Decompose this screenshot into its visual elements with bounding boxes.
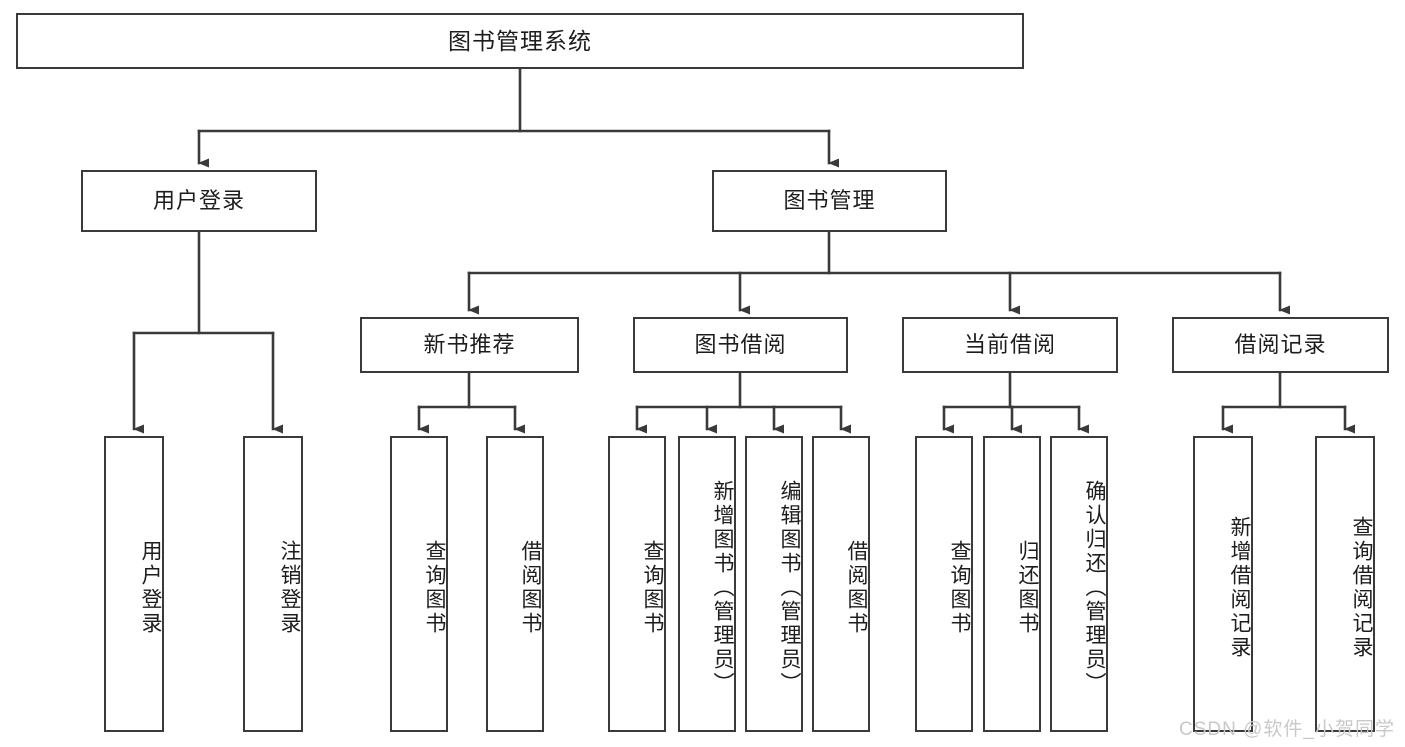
node-leaf-query-book-borrow[interactable]: 查询图书 xyxy=(608,436,666,732)
node-user-login-label: 用户登录 xyxy=(152,188,245,214)
node-leaf-edit-book-label: 编辑图书（管理员） xyxy=(778,480,801,696)
node-leaf-query-book-cur-label: 查询图书 xyxy=(948,540,971,636)
node-user-login[interactable]: 用户登录 xyxy=(81,170,317,232)
node-leaf-user-login[interactable]: 用户登录 xyxy=(104,436,164,732)
node-leaf-query-record[interactable]: 查询借阅记录 xyxy=(1315,436,1375,732)
node-book-manage[interactable]: 图书管理 xyxy=(712,170,947,232)
watermark-csdn: CSDN @软件_小贺同学 xyxy=(1179,719,1395,740)
node-book-borrow[interactable]: 图书借阅 xyxy=(633,317,848,373)
node-leaf-add-book[interactable]: 新增图书（管理员） xyxy=(678,436,736,732)
node-leaf-query-record-label: 查询借阅记录 xyxy=(1350,516,1373,660)
node-leaf-borrow-book-rec[interactable]: 借阅图书 xyxy=(486,436,544,732)
node-leaf-query-book-cur[interactable]: 查询图书 xyxy=(915,436,973,732)
node-borrow-record-label: 借阅记录 xyxy=(1234,332,1327,358)
node-new-book-rec-label: 新书推荐 xyxy=(423,332,516,358)
node-leaf-return-book-label: 归还图书 xyxy=(1016,540,1039,636)
node-leaf-add-book-label: 新增图书（管理员） xyxy=(711,480,734,696)
node-leaf-add-record-label: 新增借阅记录 xyxy=(1228,516,1251,660)
node-borrow-record[interactable]: 借阅记录 xyxy=(1172,317,1389,373)
node-leaf-confirm-return-label: 确认归还（管理员） xyxy=(1083,480,1106,696)
node-leaf-borrow-book-label: 借阅图书 xyxy=(845,540,868,636)
node-root-system[interactable]: 图书管理系统 xyxy=(16,13,1024,69)
node-current-borrow-label: 当前借阅 xyxy=(963,332,1056,358)
node-leaf-add-record[interactable]: 新增借阅记录 xyxy=(1193,436,1253,732)
node-leaf-query-book-borrow-label: 查询图书 xyxy=(641,540,664,636)
node-leaf-user-login-label: 用户登录 xyxy=(139,540,162,636)
node-leaf-return-book[interactable]: 归还图书 xyxy=(983,436,1041,732)
node-leaf-logout[interactable]: 注销登录 xyxy=(243,436,303,732)
node-book-manage-label: 图书管理 xyxy=(783,188,876,214)
node-leaf-edit-book[interactable]: 编辑图书（管理员） xyxy=(745,436,803,732)
node-leaf-confirm-return[interactable]: 确认归还（管理员） xyxy=(1050,436,1108,732)
node-leaf-query-book-rec[interactable]: 查询图书 xyxy=(390,436,448,732)
node-root-system-label: 图书管理系统 xyxy=(448,27,592,54)
node-leaf-borrow-book[interactable]: 借阅图书 xyxy=(812,436,870,732)
node-new-book-rec[interactable]: 新书推荐 xyxy=(360,317,579,373)
node-leaf-query-book-rec-label: 查询图书 xyxy=(423,540,446,636)
node-book-borrow-label: 图书借阅 xyxy=(694,332,787,358)
node-leaf-logout-label: 注销登录 xyxy=(278,540,301,636)
node-current-borrow[interactable]: 当前借阅 xyxy=(902,317,1118,373)
node-leaf-borrow-book-rec-label: 借阅图书 xyxy=(519,540,542,636)
